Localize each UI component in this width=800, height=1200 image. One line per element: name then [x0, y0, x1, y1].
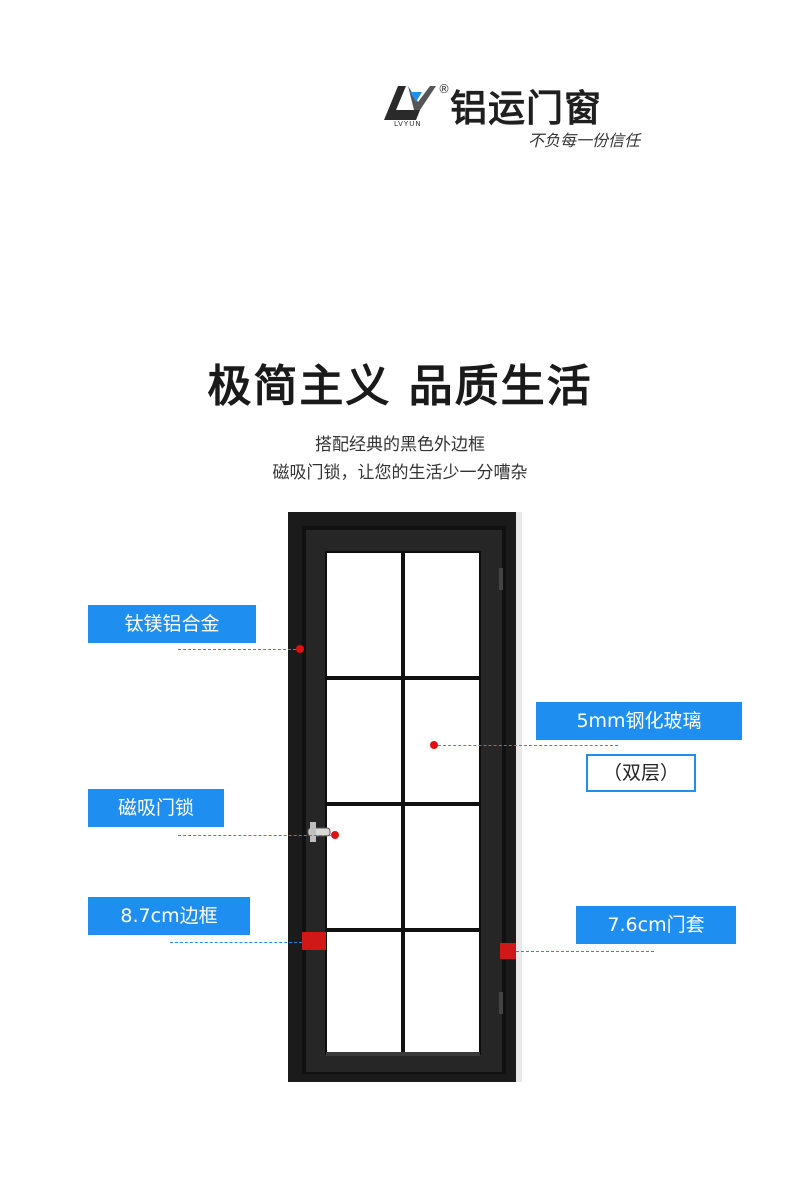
- callout-casing: 7.6cm门套: [576, 906, 736, 944]
- hinge-top: [499, 568, 503, 590]
- callout-alloy-line: [178, 649, 296, 650]
- registered-mark: ®: [438, 82, 450, 96]
- mullion-h3: [326, 928, 480, 932]
- page-headline: 极简主义 品质生活: [207, 361, 593, 412]
- brand-name: 铝运门窗: [450, 87, 602, 130]
- casing-marker: [500, 943, 516, 959]
- callout-lock-line: [178, 835, 332, 836]
- glass-marker: [430, 741, 438, 749]
- subtitle-line-2: 磁吸门锁，让您的生活少一分嘈杂: [272, 463, 528, 483]
- callout-lock: 磁吸门锁: [88, 789, 224, 827]
- subtitle-line-1: 搭配经典的黑色外边框: [315, 435, 485, 455]
- handle-plate: [310, 822, 316, 842]
- mullion-h2: [326, 802, 480, 806]
- logo-mark-icon: [384, 86, 436, 120]
- callout-glass-layers: （双层）: [586, 754, 696, 792]
- casing-shadow: [516, 512, 522, 1082]
- callout-alloy: 钛镁铝合金: [88, 605, 256, 643]
- mullion-h1: [326, 676, 480, 680]
- door-illustration: [288, 512, 522, 1082]
- hinge-bottom: [499, 992, 503, 1014]
- logo-latin-text: LVYUN: [394, 120, 422, 128]
- alloy-marker: [296, 645, 304, 653]
- callout-frame-line: [170, 942, 302, 943]
- frame-marker: [302, 932, 326, 950]
- callout-glass-line: [438, 745, 618, 746]
- bottom-rail: [326, 1052, 480, 1056]
- callout-frame: 8.7cm边框: [88, 897, 250, 935]
- brand-slogan: 不负每一份信任: [528, 131, 641, 150]
- brand-logo: ® LVYUN 铝运门窗 不负每一份信任: [380, 78, 680, 150]
- lock-marker: [331, 831, 339, 839]
- callout-casing-line: [516, 951, 654, 952]
- callout-glass: 5mm钢化玻璃: [536, 702, 742, 740]
